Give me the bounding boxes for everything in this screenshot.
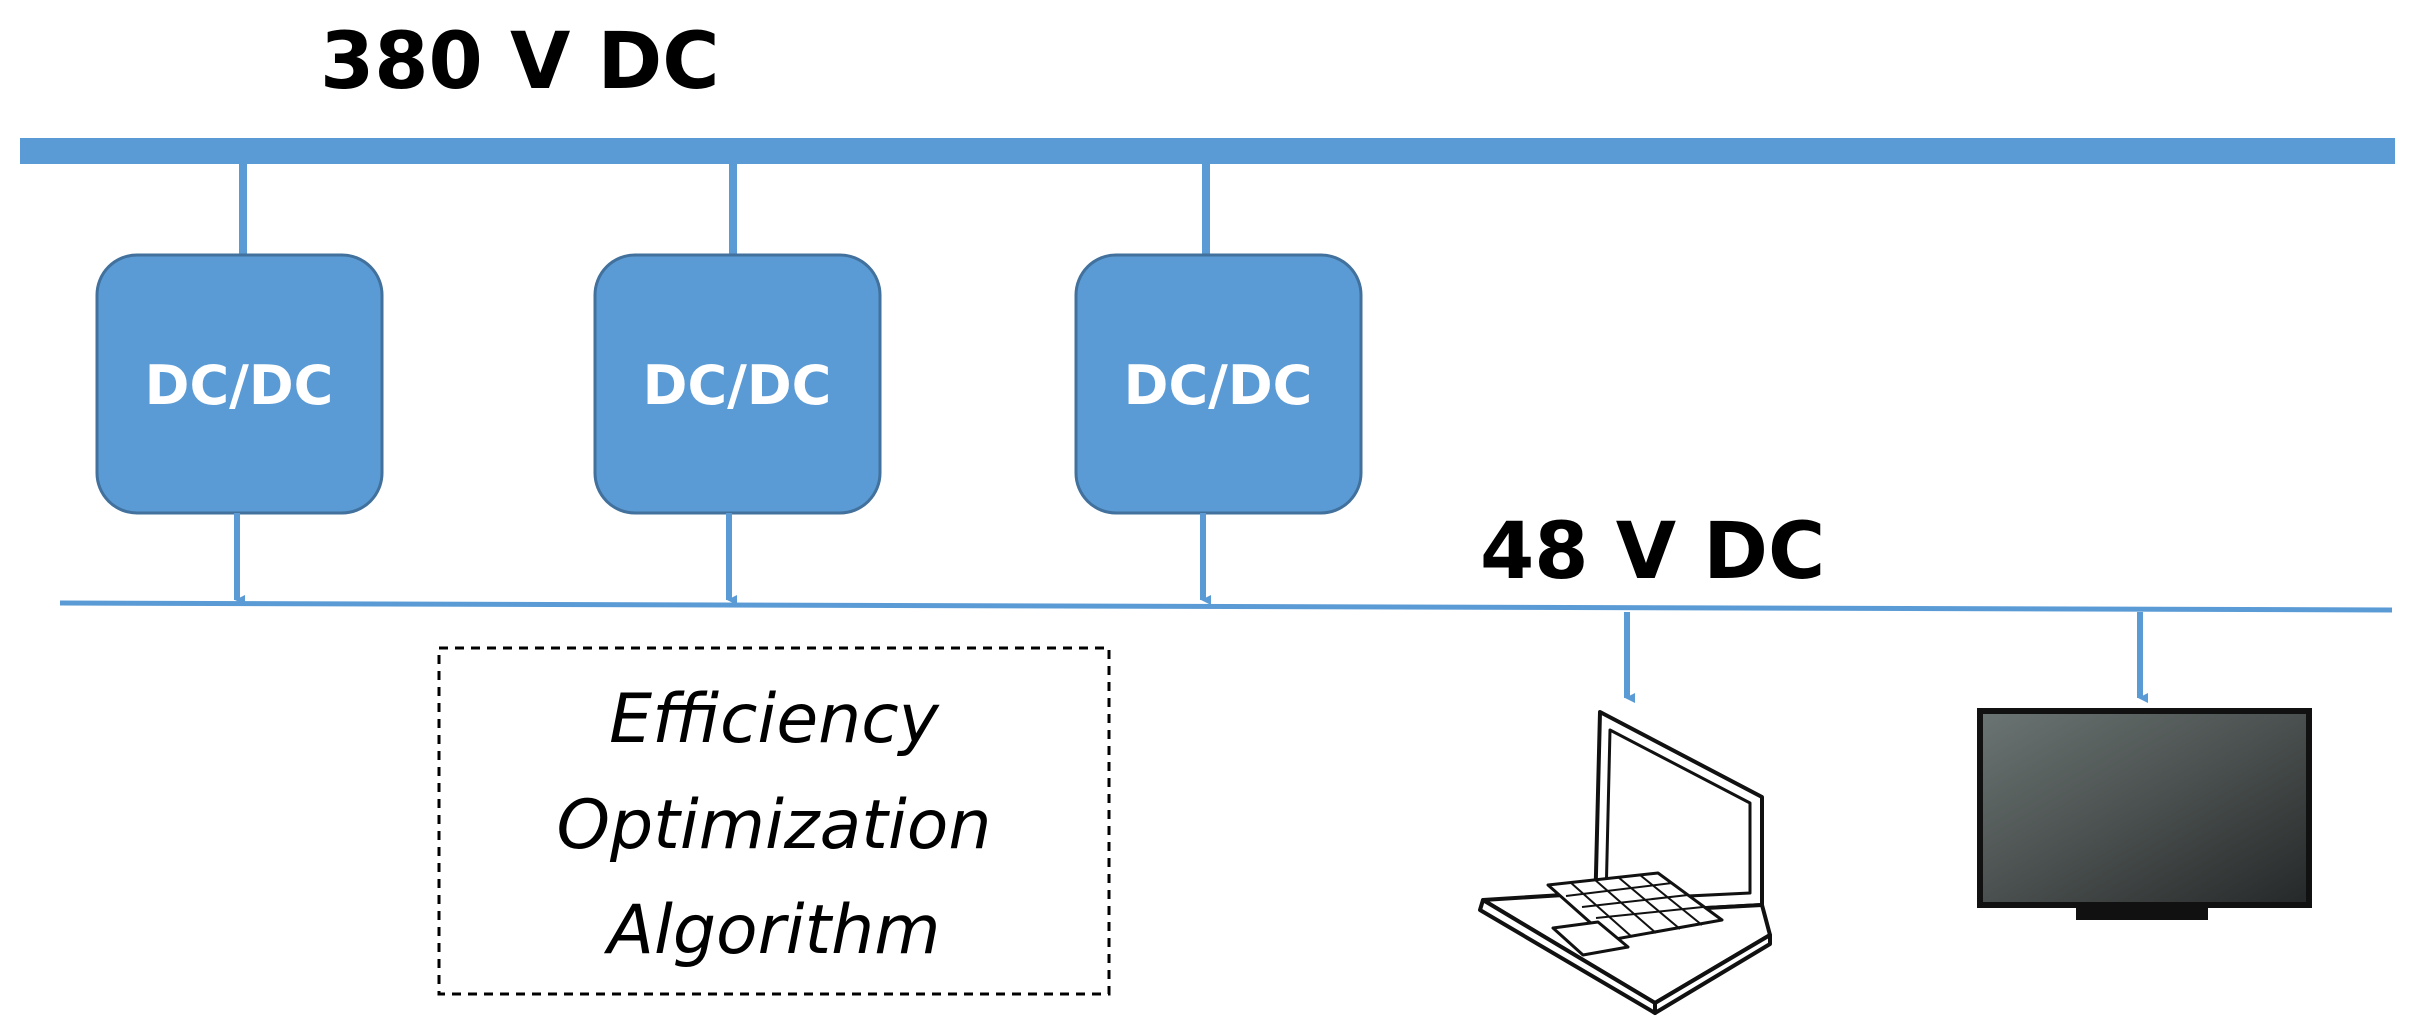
algorithm-line-3: Algorithm — [603, 891, 940, 970]
monitor-icon — [1977, 708, 2312, 920]
converter-2: DC/DC — [593, 253, 882, 515]
algorithm-dashed-border — [437, 646, 1111, 996]
monitor-screen — [1983, 714, 2306, 902]
high-bus-label: 380 V DC — [320, 17, 719, 107]
laptop-icon — [1478, 710, 1772, 1015]
converter-box — [1074, 253, 1363, 515]
monitor-stand — [2076, 908, 2208, 920]
converter-label: DC/DC — [1124, 354, 1313, 417]
algorithm-line-1: Efficiency — [609, 680, 940, 759]
high-voltage-bus — [20, 138, 2395, 164]
converter-1: DC/DC — [95, 253, 384, 515]
efficiency-algorithm-box: Efficiency Optimization Algorithm — [437, 646, 1111, 996]
converter-3: DC/DC — [1074, 253, 1363, 515]
algorithm-line-2: Optimization — [557, 786, 992, 865]
low-voltage-bus — [59, 600, 2393, 613]
converter-box — [593, 253, 882, 515]
converter-label: DC/DC — [643, 354, 832, 417]
low-bus-label: 48 V DC — [1480, 507, 1825, 597]
converter-label: DC/DC — [145, 354, 334, 417]
